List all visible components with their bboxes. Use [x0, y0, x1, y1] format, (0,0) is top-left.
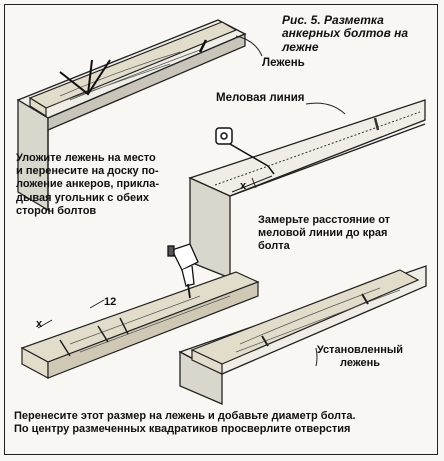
sill-plate-drilling — [20, 271, 260, 380]
step2-line-3: болта — [258, 240, 290, 253]
label-x-top: x — [240, 180, 247, 192]
figure-caption: Рис. 5. Разметка анкерных болтов на лежн… — [282, 13, 432, 54]
label-chalk-line: Меловая линия — [216, 92, 305, 104]
wall-middle-right — [188, 99, 426, 279]
chalk-line — [214, 111, 421, 186]
leader-chalk-line — [305, 102, 346, 115]
label-installed-sill: Установленный лежень — [300, 344, 420, 370]
figure-frame — [4, 4, 438, 455]
label-lezhen: Лежень — [262, 57, 305, 69]
leader-lezhen — [235, 35, 263, 57]
installed-line-1: Установленный — [316, 344, 404, 356]
step1-line-5: сторон болтов — [16, 204, 97, 217]
step3-line-2: По центру размеченных квадратиков просве… — [14, 423, 351, 436]
measure-x-marks — [231, 175, 273, 193]
step2-line-2: меловой линии до края — [258, 227, 388, 240]
dimension-marks — [37, 299, 105, 329]
sill-plate-top — [28, 21, 238, 118]
step1-line-2: и перенесите на доску по- — [16, 165, 159, 178]
step1-line-1: Уложите лежень на место — [16, 152, 156, 164]
installed-sill — [190, 269, 420, 375]
label-x-bottom: x — [36, 318, 43, 330]
installed-line-2: лежень — [340, 357, 380, 370]
caption-line-2: анкерных болтов на лежне — [282, 26, 409, 54]
label-twelve: 12 — [104, 296, 117, 308]
instruction-step-2: Замерьте расстояние от меловой линии до … — [258, 214, 433, 254]
tape-measure — [215, 127, 275, 175]
instruction-step-1: Уложите лежень на место и перенесите на … — [16, 152, 196, 218]
carpenter-square — [59, 39, 208, 96]
step3-line-1: Перенесите этот размер на лежень и добав… — [14, 410, 356, 422]
step1-line-3: ложение анкеров, прикла- — [16, 178, 159, 191]
leader-installed — [315, 347, 318, 367]
step2-line-1: Замерьте расстояние от — [258, 214, 391, 226]
drill — [167, 243, 199, 299]
step1-line-4: дывая угольник с обеих — [16, 191, 149, 204]
instruction-step-3: Перенесите этот размер на лежень и добав… — [14, 410, 434, 436]
caption-line-1: Рис. 5. Разметка — [282, 13, 384, 27]
